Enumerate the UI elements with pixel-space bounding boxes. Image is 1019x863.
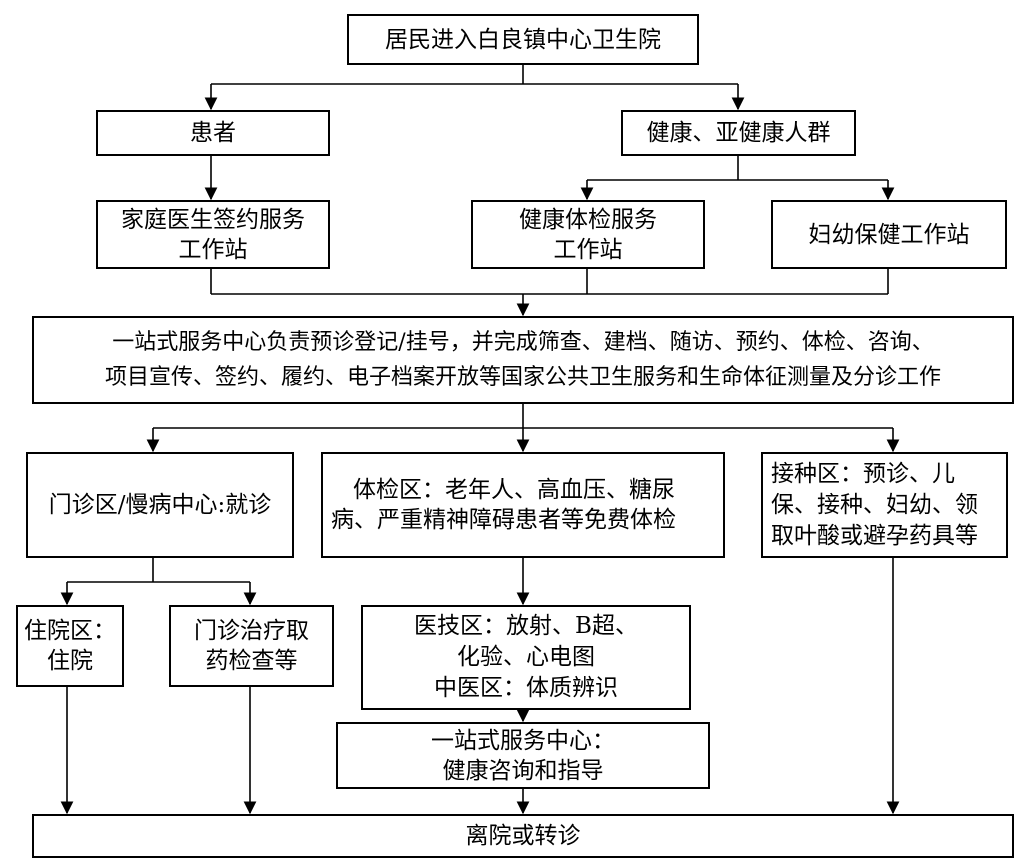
node-health-check-line-1: 健康体检服务 [519,206,657,233]
node-vaccination-line-2: 保、接种、妇幼、领 [771,491,978,518]
node-vaccination-line-3: 取叶酸或避孕药具等 [771,522,978,549]
node-one-stop: 一站式服务中心负责预诊登记/挂号，并完成筛查、建档、随访、预约、体检、咨询、 项… [32,316,1014,404]
node-inpatient: 住院区： 住院 [16,605,124,687]
node-family-doctor-line-2: 工作站 [178,236,248,263]
node-exam-area: 体检区：老年人、高血压、糖尿 病、严重精神障碍患者等免费体检 [321,452,725,558]
node-family-doctor-line-1: 家庭医生签约服务 [121,206,305,233]
node-entry-line-1: 居民进入白良镇中心卫生院 [385,26,661,53]
node-one-stop-line-2: 项目宣传、签约、履约、电子档案开放等国家公共卫生服务和生命体征测量及分诊工作 [104,365,941,390]
node-medtech-line-2: 化验、心电图 [457,644,595,670]
node-maternal-child-line-1: 妇幼保健工作站 [808,221,970,248]
node-maternal-child: 妇幼保健工作站 [771,200,1007,269]
node-family-doctor: 家庭医生签约服务 工作站 [96,200,330,269]
node-patients-line-1: 患者 [190,120,236,146]
node-consult-line-1: 一站式服务中心： [431,727,615,754]
node-exam-area-line-1: 体检区：老年人、高血压、糖尿 [353,477,675,503]
node-vaccination-line-1: 接种区：预诊、儿 [771,460,955,487]
node-inpatient-line-1: 住院区： [24,618,116,644]
node-health-check-line-2: 工作站 [553,236,623,263]
node-medtech: 医技区：放射、B超、 化验、心电图 中医区：体质辨识 [361,605,691,710]
node-medtech-line-3: 中医区：体质辨识 [434,675,618,701]
node-outpatient: 门诊区/慢病中心:就诊 [26,452,294,558]
node-health-check: 健康体检服务 工作站 [471,200,705,269]
node-consult-line-2: 健康咨询和指导 [442,757,604,784]
node-one-stop-line-1: 一站式服务中心负责预诊登记/挂号，并完成筛查、建档、随访、预约、体检、咨询、 [112,330,934,355]
node-entry: 居民进入白良镇中心卫生院 [347,14,699,65]
node-exam-area-line-2: 病、严重精神障碍患者等免费体检 [331,507,676,533]
node-healthy-line-1: 健康、亚健康人群 [646,120,831,146]
node-inpatient-line-2: 住院 [47,648,93,674]
node-patients: 患者 [96,110,330,156]
node-treatment-line-2: 药检查等 [205,648,298,674]
node-medtech-line-1: 医技区：放射、B超、 [414,613,638,639]
node-treatment-line-1: 门诊治疗取 [194,618,309,644]
node-vaccination: 接种区：预诊、儿 保、接种、妇幼、领 取叶酸或避孕药具等 [761,452,1008,558]
node-treatment: 门诊治疗取 药检查等 [169,605,334,687]
node-healthy: 健康、亚健康人群 [621,110,856,156]
node-outpatient-line-1: 门诊区/慢病中心:就诊 [48,492,272,518]
node-consult: 一站式服务中心： 健康咨询和指导 [336,722,710,789]
node-discharge: 离院或转诊 [32,814,1014,858]
node-discharge-line-1: 离院或转诊 [465,823,581,849]
